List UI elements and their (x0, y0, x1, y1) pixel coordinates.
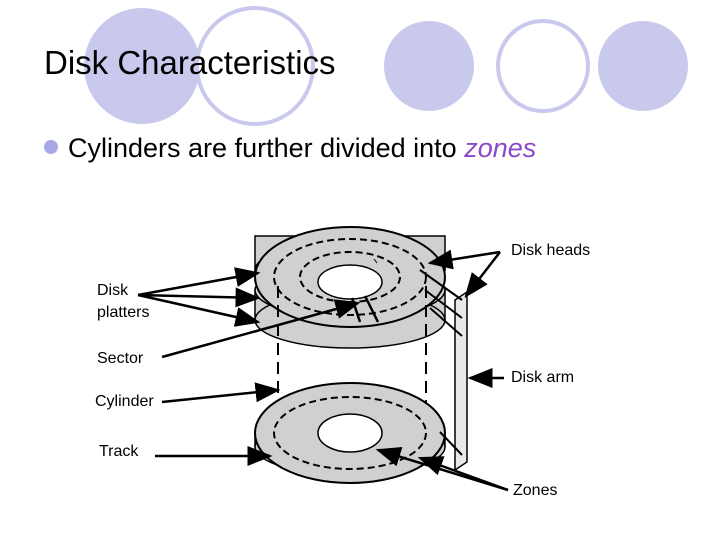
sector-dot (373, 258, 378, 264)
label-sector: Sector (97, 350, 144, 367)
arrow-disk-heads-2 (464, 251, 501, 298)
leader-lines (137, 249, 509, 492)
arrow-zones-2 (417, 456, 509, 492)
deco-circle-3 (384, 21, 474, 111)
slide-title: Disk Characteristics (44, 44, 336, 81)
arrow-platter-2 (137, 287, 261, 308)
label-disk-platters-line2: platters (97, 304, 150, 321)
deco-circle-1 (84, 8, 200, 124)
bottom-track-outer (273, 396, 427, 470)
bullet-dot-icon (44, 140, 58, 154)
label-zones: Zones (513, 482, 558, 499)
bottom-platter (254, 382, 446, 484)
bullet-text: Cylinders are further divided into (68, 133, 457, 163)
deco-circle-4 (496, 19, 590, 113)
label-cylinder: Cylinder (95, 393, 154, 410)
bullet-emphasis: zones (464, 133, 537, 163)
bottom-spindle-hole (317, 413, 383, 453)
sector-line-2 (363, 295, 380, 323)
deco-circle-5 (598, 21, 688, 111)
label-disk-arm: Disk arm (511, 369, 575, 386)
bullet-item: Cylinders are further divided into zones (44, 133, 536, 164)
disk-arm (419, 269, 468, 472)
label-disk-heads: Disk heads (511, 242, 591, 259)
arrow-platter-3 (137, 293, 261, 327)
arrow-disk-heads-1 (427, 249, 501, 270)
arrow-cylinder (161, 382, 281, 404)
deco-circle-2 (195, 6, 315, 126)
label-track: Track (99, 443, 139, 460)
platter-stack (254, 226, 446, 349)
label-disk-platters-line1: Disk (97, 282, 129, 299)
arrow-platter-1 (137, 267, 261, 297)
top-spindle-hole (317, 264, 383, 300)
arrow-sector (161, 299, 361, 359)
